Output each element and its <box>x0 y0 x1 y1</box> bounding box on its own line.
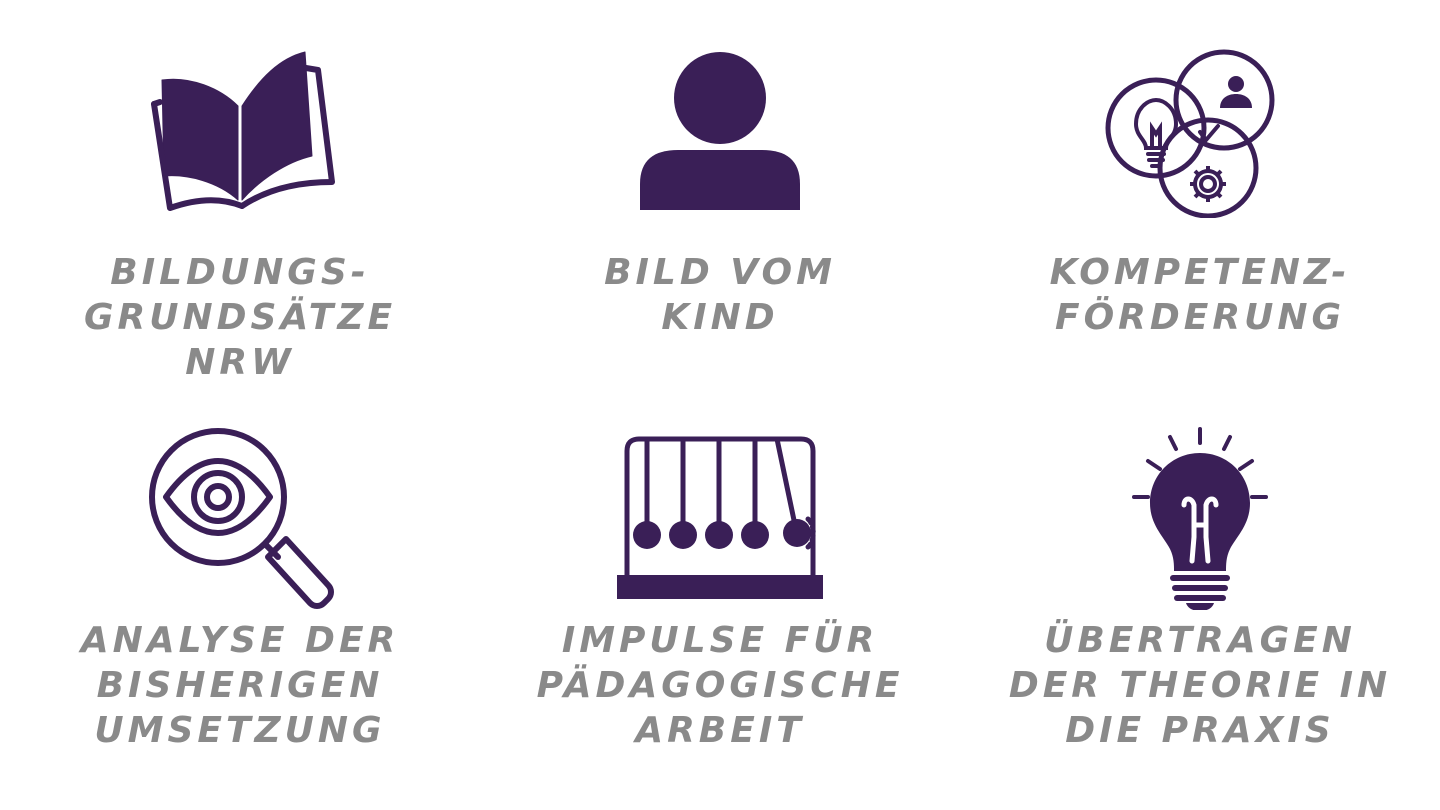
topic-label-bild-vom-kind: BILD VOM KIND <box>520 250 920 340</box>
label-line: FÖRDERUNG <box>1054 297 1346 338</box>
magnifier-eye-icon <box>149 428 334 609</box>
label-line: UMSETZUNG <box>94 710 386 751</box>
topic-card-analyse: ANALYSE DER BISHERIGEN UMSETZUNG <box>40 425 440 753</box>
lightbulb-icon <box>1132 427 1268 610</box>
label-line: IMPULSE FÜR <box>561 620 879 661</box>
label-line: KIND <box>661 297 779 338</box>
label-line: ANALYSE DER <box>80 620 400 661</box>
topic-label-kompetenzfoerderung: KOMPETENZ- FÖRDERUNG <box>1000 250 1400 340</box>
label-line: BILDUNGS- <box>110 252 370 293</box>
label-line: BISHERIGEN <box>96 665 384 706</box>
label-line: NRW <box>185 342 295 383</box>
label-line: KOMPETENZ- <box>1049 252 1351 293</box>
topic-label-bildungsgrundsaetze: BILDUNGS- GRUNDSÄTZE NRW <box>40 250 440 385</box>
label-line: PÄDAGOGISCHE <box>536 665 904 706</box>
label-line: ARBEIT <box>635 710 805 751</box>
venn-competence-icon <box>1105 49 1275 218</box>
label-line: GRUNDSÄTZE <box>83 297 397 338</box>
topic-label-uebertragen: ÜBERTRAGEN DER THEORIE IN DIE PRAXIS <box>1000 618 1400 753</box>
label-line: BILD VOM <box>604 252 836 293</box>
topic-card-impulse: IMPULSE FÜR PÄDAGOGISCHE ARBEIT <box>520 425 920 753</box>
newtons-cradle-icon <box>617 436 823 599</box>
topic-card-uebertragen: ÜBERTRAGEN DER THEORIE IN DIE PRAXIS <box>1000 425 1400 753</box>
topic-label-analyse: ANALYSE DER BISHERIGEN UMSETZUNG <box>40 618 440 753</box>
label-line: DER THEORIE IN <box>1008 665 1392 706</box>
topic-card-bildungsgrundsaetze: BILDUNGS- GRUNDSÄTZE NRW <box>40 48 440 385</box>
topic-card-bild-vom-kind: BILD VOM KIND <box>520 48 920 340</box>
label-line: DIE PRAXIS <box>1065 710 1335 751</box>
person-icon <box>640 52 800 210</box>
topic-label-impulse: IMPULSE FÜR PÄDAGOGISCHE ARBEIT <box>520 618 920 753</box>
label-line: ÜBERTRAGEN <box>1044 620 1356 661</box>
topic-card-kompetenzfoerderung: KOMPETENZ- FÖRDERUNG <box>1000 48 1400 340</box>
open-book-icon <box>151 51 335 211</box>
